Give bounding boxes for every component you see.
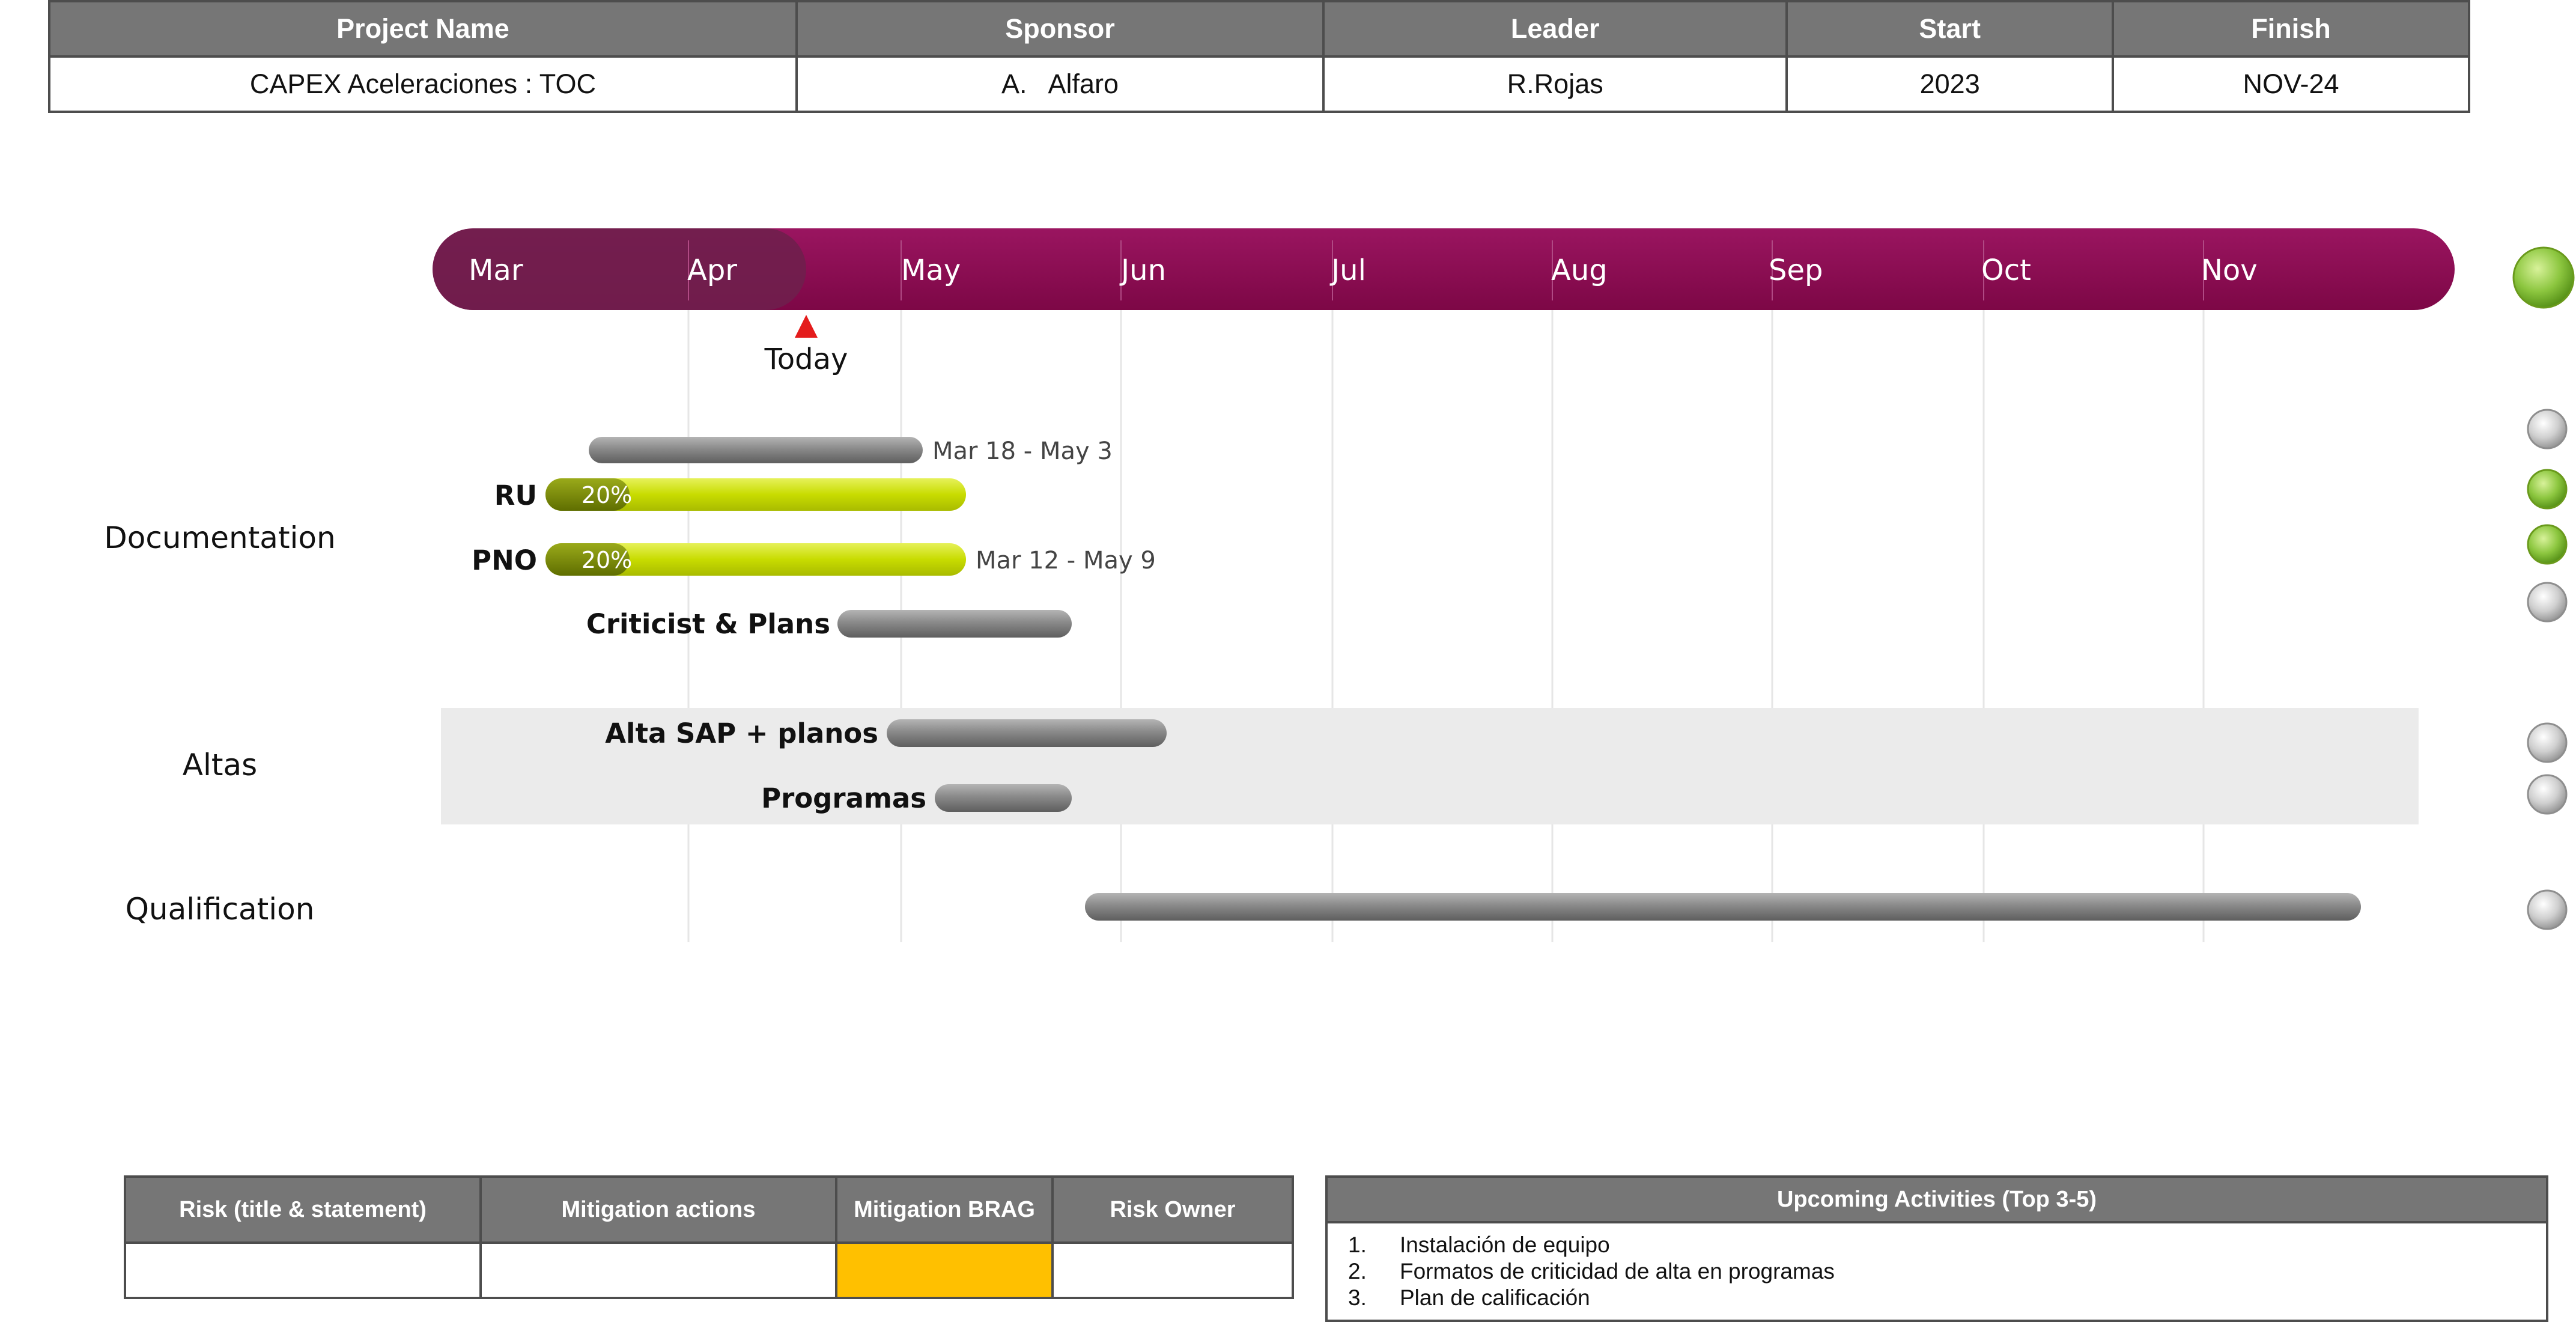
status-dot-ru-icon <box>2527 469 2568 510</box>
month-label-sep: Sep <box>1769 254 1823 287</box>
task-date-pno: Mar 12 - May 9 <box>976 547 1156 574</box>
status-dot-criticist-plans-icon <box>2527 582 2568 623</box>
header-row: Project Name Sponsor Leader Start Finish <box>48 0 2470 58</box>
month-label-jul: Jul <box>1329 254 1366 287</box>
task-bar-alta-sap <box>887 719 1167 747</box>
list-item: 2. Formatos de criticidad de alta en pro… <box>1328 1258 2546 1285</box>
task-bar-ru <box>545 478 966 511</box>
start-value: 2023 <box>1785 55 2115 113</box>
sponsor-value: A. Alfaro <box>795 55 1325 113</box>
month-label-apr: Apr <box>687 254 737 287</box>
list-item: 3. Plan de calificación <box>1328 1285 2546 1311</box>
list-item-text: Plan de calificación <box>1400 1285 1590 1310</box>
group-label-qualification: Qualification <box>126 892 315 927</box>
risk-header-row: Risk (title & statement) Mitigation acti… <box>124 1175 1294 1244</box>
month-gridlines <box>687 310 2205 942</box>
status-dot-pno-icon <box>2527 524 2568 565</box>
status-dot-doc-review-icon <box>2527 409 2568 449</box>
risk-cell-title[interactable] <box>124 1241 482 1299</box>
risk-cell-owner[interactable] <box>1051 1241 1294 1299</box>
overall-status-dot-icon <box>2512 246 2575 309</box>
task-label-criticist-plans: Criticist & Plans <box>586 608 830 640</box>
list-item-text: Instalación de equipo <box>1400 1232 1610 1257</box>
altas-group-shade <box>441 708 2419 824</box>
risk-row <box>124 1241 1294 1299</box>
upcoming-activities-panel: Upcoming Activities (Top 3-5) 1. Instala… <box>1325 1175 2548 1322</box>
risk-header-title: Risk (title & statement) <box>124 1175 482 1244</box>
header-start: Start <box>1785 0 2115 58</box>
finish-value: NOV-24 <box>2112 55 2470 113</box>
task-bar-criticist-plans <box>837 610 1072 638</box>
header-project-name: Project Name <box>48 0 798 58</box>
task-progress-ru <box>545 478 630 511</box>
task-date-doc-review: Mar 18 - May 3 <box>932 437 1113 465</box>
list-item-number: 1. <box>1348 1232 1367 1257</box>
task-label-pno: PNO <box>472 544 537 576</box>
risk-cell-mitigation[interactable] <box>479 1241 837 1299</box>
task-label-alta-sap: Alta SAP + planos <box>605 717 878 749</box>
header-sponsor: Sponsor <box>795 0 1325 58</box>
month-label-jun: Jun <box>1119 254 1166 287</box>
task-bar-qualification <box>1085 893 2361 921</box>
upcoming-activities-list: 1. Instalación de equipo 2. Formatos de … <box>1328 1232 2546 1311</box>
elapsed-period <box>433 228 806 310</box>
today-label: Today <box>764 343 848 376</box>
task-bar-doc-review <box>589 437 923 463</box>
value-row: CAPEX Aceleraciones : TOC A. Alfaro R.Ro… <box>48 55 2470 113</box>
month-label-oct: Oct <box>1981 254 2031 287</box>
status-dot-qualification-icon <box>2527 889 2568 930</box>
header-finish: Finish <box>2112 0 2470 58</box>
task-progress-pno <box>545 543 630 576</box>
status-dot-alta-sap-icon <box>2527 722 2568 763</box>
risk-table: Risk (title & statement) Mitigation acti… <box>124 1175 1294 1299</box>
leader-value: R.Rojas <box>1322 55 1788 113</box>
status-dot-programas-icon <box>2527 774 2568 815</box>
month-label-aug: Aug <box>1551 254 1608 287</box>
task-bar-programas <box>935 784 1072 812</box>
risk-header-owner: Risk Owner <box>1051 1175 1294 1244</box>
risk-header-brag: Mitigation BRAG <box>835 1175 1054 1244</box>
task-bar-pno <box>545 543 966 576</box>
month-label-may: May <box>901 254 961 287</box>
month-label-mar: Mar <box>469 254 523 287</box>
task-label-programas: Programas <box>761 782 926 814</box>
month-label-nov: Nov <box>2201 254 2258 287</box>
upcoming-activities-title: Upcoming Activities (Top 3-5) <box>1328 1178 2546 1223</box>
task-percent-ru: 20% <box>582 482 632 508</box>
header-leader: Leader <box>1322 0 1788 58</box>
list-item: 1. Instalación de equipo <box>1328 1232 2546 1258</box>
risk-cell-brag[interactable] <box>835 1241 1054 1299</box>
gantt-timeline: Mar Apr May Jun Jul Aug Sep Oct Nov Today Docume… <box>104 228 2575 942</box>
task-percent-pno: 20% <box>582 547 632 573</box>
project-name-value: CAPEX Aceleraciones : TOC <box>48 55 798 113</box>
task-label-ru: RU <box>494 480 537 511</box>
list-item-number: 2. <box>1348 1259 1367 1284</box>
group-label-altas: Altas <box>183 748 257 782</box>
risk-header-mitigation: Mitigation actions <box>479 1175 837 1244</box>
month-band <box>433 228 2455 310</box>
project-header-table: Project Name Sponsor Leader Start Finish… <box>48 0 2470 113</box>
group-label-documentation: Documentation <box>104 520 335 555</box>
today-marker-icon <box>795 315 818 338</box>
list-item-text: Formatos de criticidad de alta en progra… <box>1400 1259 1835 1284</box>
list-item-number: 3. <box>1348 1285 1367 1310</box>
month-labels: Mar Apr May Jun Jul Aug Sep Oct Nov <box>469 240 2258 300</box>
